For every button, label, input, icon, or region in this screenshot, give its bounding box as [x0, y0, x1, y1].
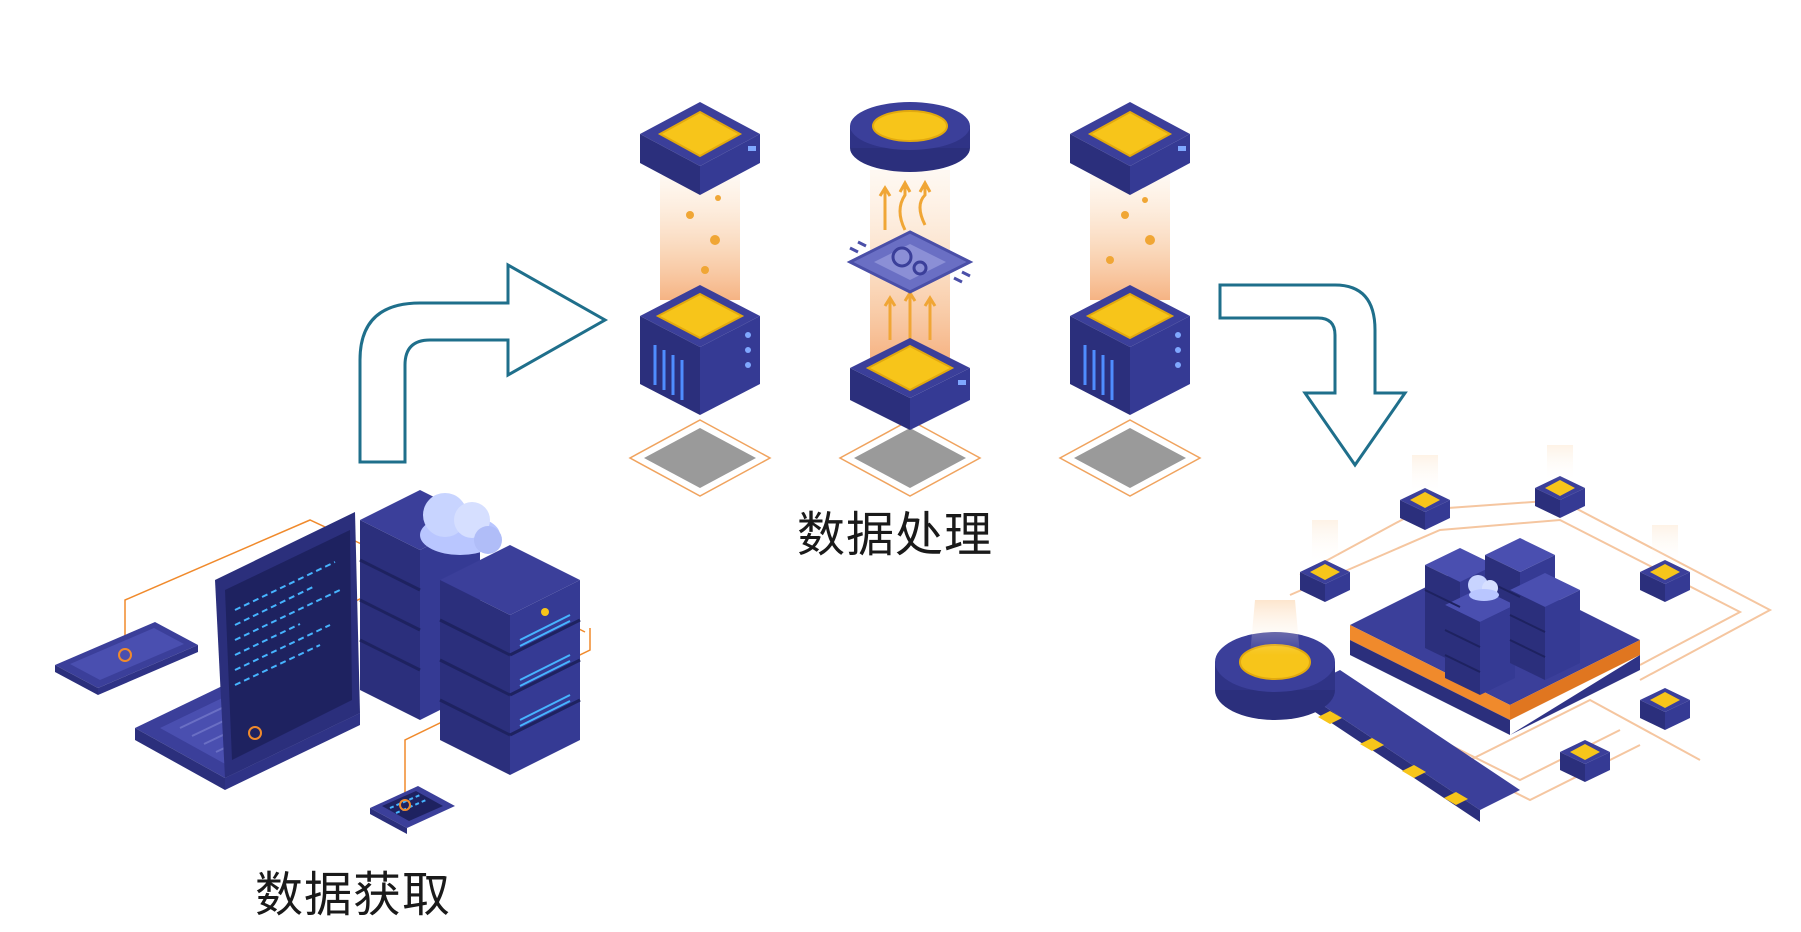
processor-chip-icon: [846, 230, 974, 294]
processor-unit-center: [838, 102, 982, 497]
server-rack-icon: [359, 490, 581, 775]
chip-node: [1640, 560, 1690, 602]
chip-node: [1560, 740, 1610, 782]
gear-icon: [891, 246, 928, 276]
cloud-small-icon: [1468, 575, 1499, 601]
data-center-icon: [1215, 445, 1773, 822]
processing-label: 数据处理: [797, 507, 994, 563]
acquisition-label: 数据获取: [255, 867, 452, 923]
laptop-icon: [135, 512, 360, 790]
arrow-up-right-icon: [358, 262, 609, 464]
chip-node: [1300, 560, 1350, 602]
tablet-icon: [55, 622, 198, 695]
arrow-right-down-icon: [1218, 283, 1408, 468]
chip-node: [1640, 688, 1690, 730]
processor-unit-right: [1058, 102, 1202, 497]
bitcoin-icon: [1215, 600, 1335, 720]
cloud-icon: [420, 493, 502, 555]
acquisition-devices: [55, 490, 591, 834]
phone-icon: [370, 786, 455, 834]
processor-unit-left: [628, 102, 772, 497]
